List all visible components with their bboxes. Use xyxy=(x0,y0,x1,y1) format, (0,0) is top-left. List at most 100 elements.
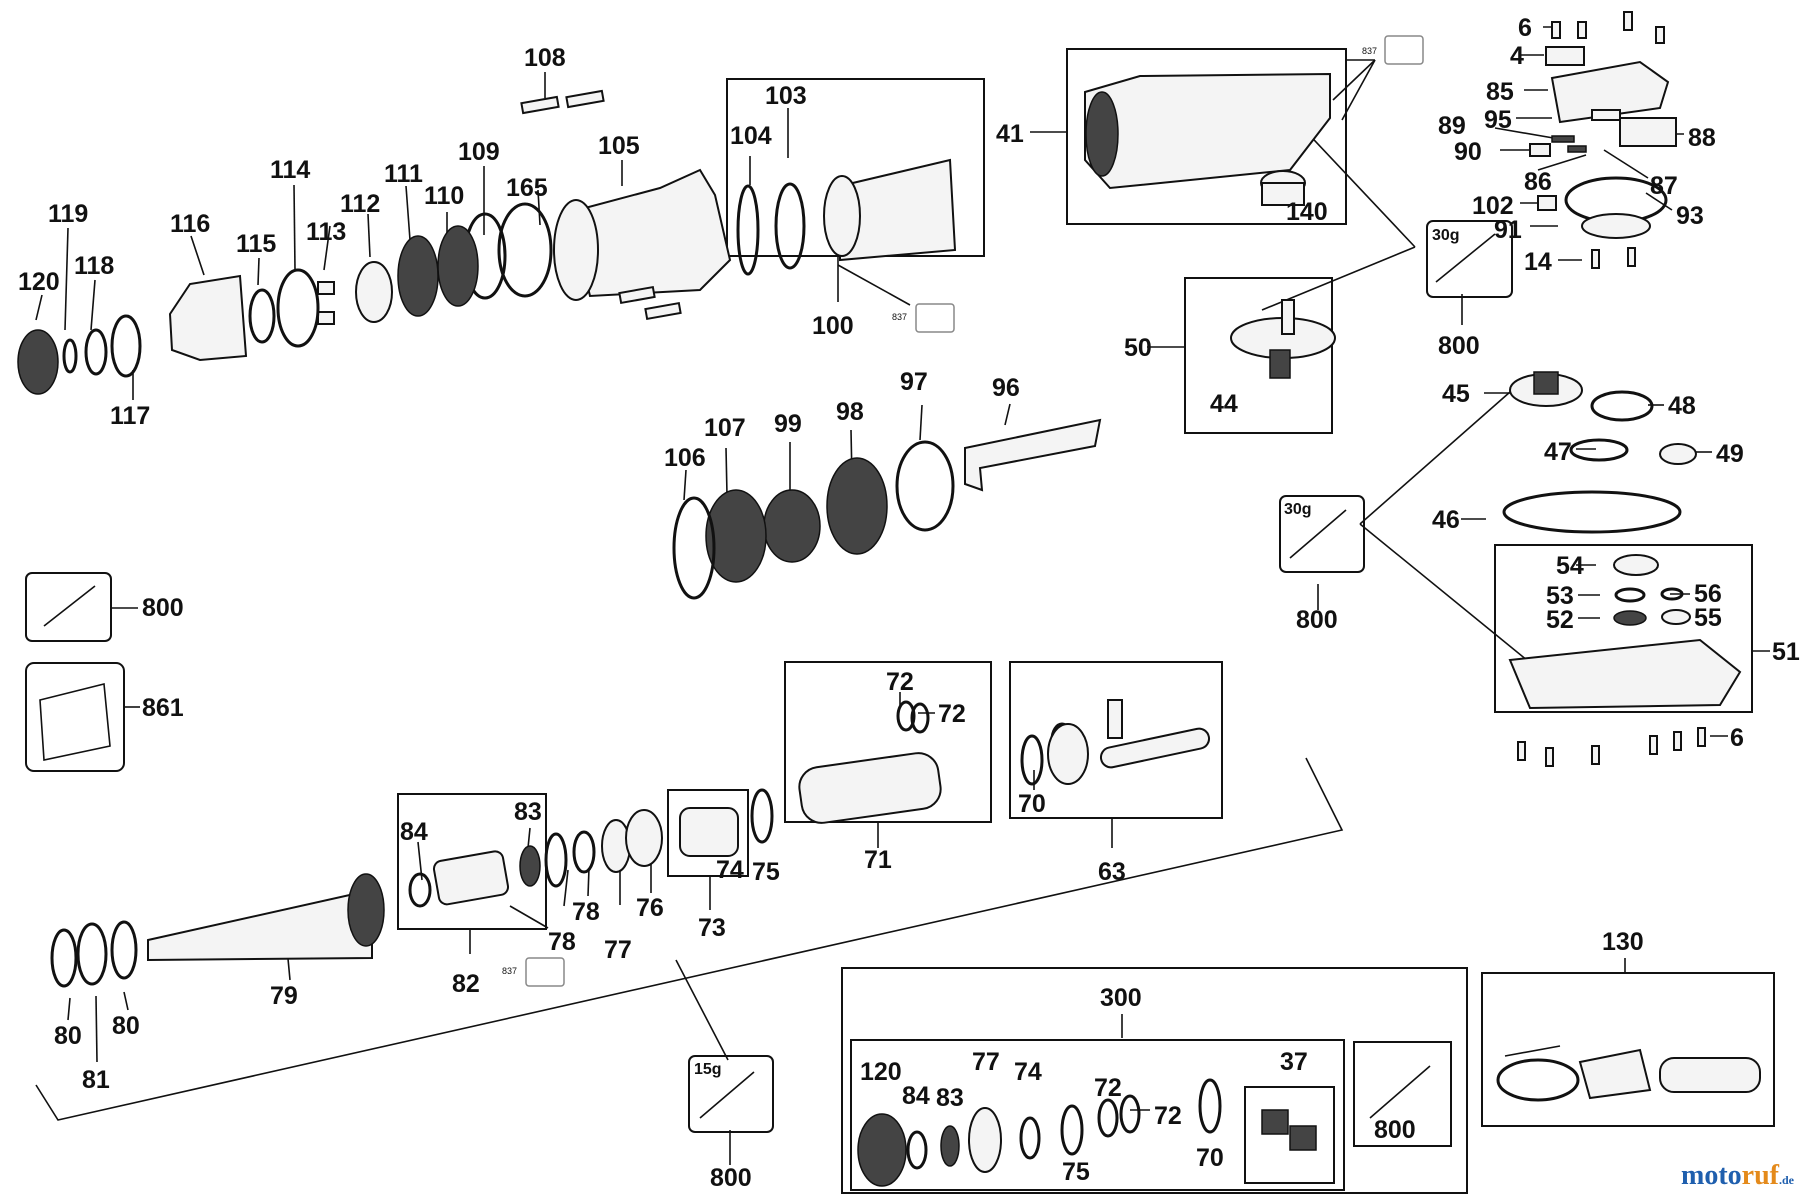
label-6a: 6 xyxy=(1518,14,1532,42)
ring-80a xyxy=(50,928,78,988)
part-number-labels: 6 4 85 95 88 89 90 86 87 93 102 91 14 41… xyxy=(18,14,1800,1192)
bearing-140-body xyxy=(1261,182,1305,206)
label-300: 300 xyxy=(1100,984,1142,1012)
label-78a: 78 xyxy=(548,928,576,956)
spring-99 xyxy=(763,489,821,563)
brush-37-box xyxy=(1244,1086,1335,1184)
kit-ring-83 xyxy=(940,1125,960,1167)
label-49: 49 xyxy=(1716,440,1744,468)
label-4: 4 xyxy=(1510,42,1524,70)
cap-120 xyxy=(17,329,59,395)
pin-63 xyxy=(1107,699,1123,739)
grease-gun-icon-kit xyxy=(1369,1065,1431,1119)
label-76: 76 xyxy=(636,894,664,922)
label-105: 105 xyxy=(598,132,640,160)
grease-15g: 15g xyxy=(694,1061,722,1078)
label-72a: 72 xyxy=(886,668,914,696)
label-120: 120 xyxy=(18,268,60,296)
kit-ring-74 xyxy=(1019,1116,1041,1160)
washer-78b xyxy=(572,830,596,874)
balls-113 xyxy=(317,281,335,325)
label-53: 53 xyxy=(1546,582,1574,610)
ring-48 xyxy=(1590,390,1654,422)
label-84b: 84 xyxy=(902,1082,930,1110)
circlip-104 xyxy=(736,184,760,276)
label-112: 112 xyxy=(340,190,380,218)
needle-cage-98 xyxy=(826,457,888,555)
label-861: 861 xyxy=(142,694,184,722)
ring-115 xyxy=(248,288,276,344)
screws-6-bottom xyxy=(1517,727,1706,767)
label-51: 51 xyxy=(1772,638,1800,666)
label-48: 48 xyxy=(1668,392,1696,420)
label-45: 45 xyxy=(1442,380,1470,408)
label-74b: 74 xyxy=(1014,1058,1042,1086)
label-75b: 75 xyxy=(1062,1158,1090,1186)
label-79: 79 xyxy=(270,982,298,1010)
ring-76 xyxy=(625,809,663,867)
kit-ring-70 xyxy=(1198,1078,1222,1134)
label-78b: 78 xyxy=(572,898,600,926)
housing-41 xyxy=(1084,72,1331,190)
label-106: 106 xyxy=(664,444,706,472)
label-800a: 800 xyxy=(1438,332,1480,360)
ring-84 xyxy=(408,872,432,908)
grease-30g-mid: 30g xyxy=(1284,501,1312,518)
housing-41-bore xyxy=(1085,91,1119,177)
label-44: 44 xyxy=(1210,390,1238,418)
spindle-79 xyxy=(147,888,373,962)
label-93: 93 xyxy=(1676,202,1704,230)
label-83b: 83 xyxy=(936,1084,964,1112)
grease-30g-top: 30g xyxy=(1432,227,1460,244)
part-88 xyxy=(1619,117,1677,147)
grease-icon-800-bottom xyxy=(688,1055,774,1133)
label-116: 116 xyxy=(170,210,210,238)
gear-50-shaft xyxy=(1281,299,1295,335)
ring-117 xyxy=(110,314,142,378)
spindle-79-gear xyxy=(347,873,385,947)
part-102 xyxy=(1537,195,1557,211)
cylinder-105-front xyxy=(553,199,599,301)
grease-icon-800-left xyxy=(25,572,112,642)
label-80b: 80 xyxy=(112,1012,140,1040)
label-120b: 120 xyxy=(860,1058,902,1086)
label-46: 46 xyxy=(1432,506,1460,534)
screws-6-top xyxy=(1551,11,1665,44)
ring-103 xyxy=(774,182,806,270)
label-55: 55 xyxy=(1694,604,1722,632)
label-130: 130 xyxy=(1602,928,1644,956)
label-800c: 800 xyxy=(142,594,184,622)
motoruf-watermark: motoruf.de xyxy=(1681,1160,1794,1191)
kit-part-77 xyxy=(968,1107,1002,1173)
piston-63 xyxy=(1047,723,1089,785)
plate-91 xyxy=(1581,213,1651,239)
spring-110 xyxy=(437,225,479,307)
piston-71 xyxy=(798,752,942,824)
label-54: 54 xyxy=(1556,552,1584,580)
kit-ring-72a xyxy=(1097,1098,1119,1138)
bearing-55 xyxy=(1661,609,1691,625)
seal-46 xyxy=(1502,490,1682,534)
ring-70 xyxy=(1020,734,1044,786)
label-107: 107 xyxy=(704,414,746,442)
gear-housing-100-front xyxy=(823,175,861,257)
label-89: 89 xyxy=(1438,112,1466,140)
screws-105 xyxy=(618,285,682,321)
label-77b: 77 xyxy=(972,1048,1000,1076)
ring-165 xyxy=(497,202,553,298)
label-109: 109 xyxy=(458,138,500,166)
gear-50-box xyxy=(1184,277,1333,434)
label-96: 96 xyxy=(992,374,1020,402)
label-72b: 72 xyxy=(938,700,966,728)
label-91: 91 xyxy=(1494,216,1522,244)
part-54 xyxy=(1613,554,1659,576)
label-52: 52 xyxy=(1546,606,1574,634)
handle-rod-130 xyxy=(1504,1045,1561,1057)
label-114: 114 xyxy=(270,156,310,184)
label-800b: 800 xyxy=(1296,606,1338,634)
con-rod-63 xyxy=(1099,727,1211,769)
label-73: 73 xyxy=(698,914,726,942)
ref-837-top: 837 xyxy=(1362,46,1377,56)
label-70b: 70 xyxy=(1196,1144,1224,1172)
